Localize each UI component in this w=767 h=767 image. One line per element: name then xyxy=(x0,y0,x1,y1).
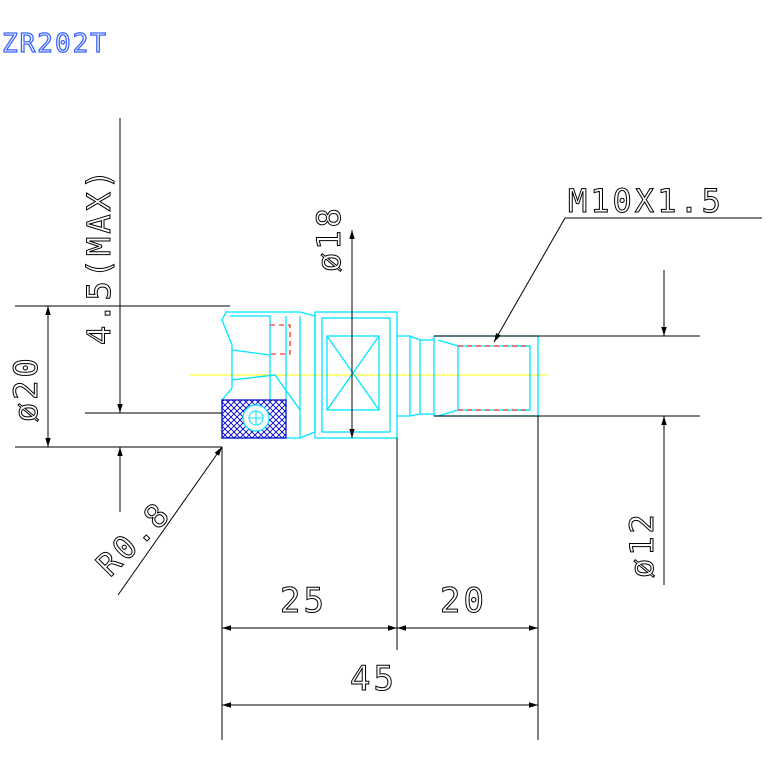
label-dia-body: ø18 xyxy=(310,205,348,272)
hidden-lines xyxy=(270,324,530,411)
label-len-shank: 20 xyxy=(440,581,487,621)
dimension-lines xyxy=(15,118,762,740)
dimension-labels: 4.5(MAX) ø18 M10X1.5 ø20 R0.8 ø12 25 20 … xyxy=(7,166,724,699)
drawing-title: ZR202T xyxy=(2,29,108,59)
label-dia-cutting: ø20 xyxy=(7,355,45,422)
label-thread: M10X1.5 xyxy=(568,182,724,220)
label-radius: R0.8 xyxy=(89,494,179,584)
cutting-insert xyxy=(221,399,287,439)
label-len-total: 45 xyxy=(350,659,397,699)
label-len-head: 25 xyxy=(280,581,327,621)
label-dia-shank: ø12 xyxy=(623,511,661,578)
label-max-depth: 4.5(MAX) xyxy=(80,167,118,345)
